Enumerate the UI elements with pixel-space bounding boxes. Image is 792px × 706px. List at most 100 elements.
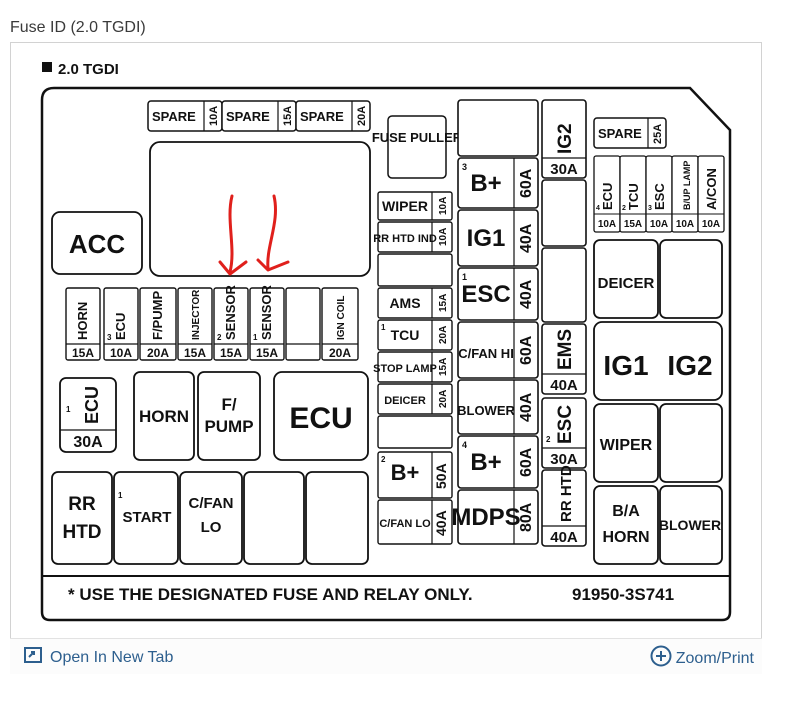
acc-relay <box>51 211 143 275</box>
center-fuse-label-8: B+ <box>391 460 420 485</box>
horn-relay <box>133 371 195 461</box>
cfan-lo-relay-label-1: C/FAN <box>189 495 234 512</box>
big-fuse-label-3: ESC <box>461 281 510 308</box>
vfuse-5 <box>249 287 285 361</box>
big-fuse-7 <box>457 489 539 545</box>
image-toolbar: Open In New Tab Zoom/Print <box>10 638 762 674</box>
fuse-box-outline <box>40 86 732 622</box>
annotation-arrow-2 <box>266 194 277 270</box>
center-fuse-1 <box>377 221 453 253</box>
page-title: Fuse ID (2.0 TGDI) <box>10 19 146 36</box>
center-fuse-rating-3: 15A <box>438 294 449 312</box>
annotation-arrow-1 <box>228 194 234 274</box>
right-col-fuse-4 <box>541 397 587 469</box>
right-fuse-label-0: ECU <box>600 183 615 210</box>
vfuse-label-2: F/PUMP <box>150 291 165 340</box>
zoom-print-link[interactable]: Zoom/Print <box>650 645 754 672</box>
right-fuse-label-4: A/CON <box>704 168 719 210</box>
cfan-lo-relay-label-2: LO <box>201 519 222 536</box>
right-col-rating-4: 30A <box>550 451 578 468</box>
ba-horn-relay <box>593 485 659 565</box>
center-fuse-2 <box>377 253 453 287</box>
start-relay-label: START <box>123 509 172 526</box>
vfuse-7 <box>321 287 359 361</box>
center-fuse-8 <box>377 451 453 499</box>
deicer-relay <box>593 239 659 319</box>
center-fuse-num-4: 1 <box>381 323 386 332</box>
open-in-new-tab-link[interactable]: Open In New Tab <box>24 647 173 668</box>
start-relay <box>113 471 179 565</box>
right-fuse-rating-2: 10A <box>650 219 668 230</box>
right-fuse-label-3: B/UP LAMP <box>682 161 692 210</box>
vfuse-rating-1: 10A <box>110 346 132 360</box>
cfan-lo-relay <box>179 471 243 565</box>
fpump-relay <box>197 371 261 461</box>
ig1-relay-label: IG1 <box>603 350 648 381</box>
wiper-relay-label: WIPER <box>600 437 653 454</box>
big-fuse-4 <box>457 321 539 379</box>
center-fuse-0 <box>377 191 453 221</box>
center-fuse-rating-6: 20A <box>438 390 449 408</box>
vfuse-rating-2: 20A <box>147 346 169 360</box>
right-col-label-3: EMS <box>555 329 576 370</box>
fuse-puller <box>387 115 447 179</box>
ba-horn-relay-label-2: HORN <box>602 529 649 546</box>
ecu-fuse-label: ECU <box>82 386 102 424</box>
right-col-fuse-1 <box>541 179 587 247</box>
center-fuse-rating-5: 15A <box>438 358 449 376</box>
vfuse-label-0: HORN <box>75 302 90 340</box>
big-fuse-num-3: 1 <box>462 272 467 282</box>
center-fuse-6 <box>377 383 453 415</box>
big-fuse-num-6: 4 <box>462 440 467 450</box>
big-fuse-3 <box>457 267 539 321</box>
big-fuse-label-1: B+ <box>470 170 501 197</box>
vfuse-label-7: IGN COIL <box>336 296 347 340</box>
spare-fuse-1-rating: 10A <box>208 106 220 126</box>
fpump-relay-label-1: F/ <box>221 395 236 414</box>
ecu-fuse-rating: 30A <box>73 434 103 451</box>
center-fuse-3 <box>377 287 453 319</box>
right-col-fuse-3 <box>541 323 587 395</box>
right-fuse-num-0: 4 <box>596 205 600 212</box>
footer-note: * USE THE DESIGNATED FUSE AND RELAY ONLY… <box>68 585 473 604</box>
big-fuse-label-7: MDPS <box>451 504 520 531</box>
spare-fuse-2-label: SPARE <box>226 109 270 124</box>
center-fuse-7 <box>377 415 453 449</box>
rr-htd-relay-label-2: HTD <box>62 522 101 543</box>
right-fuse-rating-1: 15A <box>624 219 642 230</box>
vfuse-num-5: 1 <box>253 333 258 342</box>
right-fuse-rating-4: 10A <box>702 219 720 230</box>
right-fuse-num-1: 2 <box>622 205 626 212</box>
top-spare-fuses: SPARE 10A SPARE 15A SPARE 20A <box>147 100 371 132</box>
right-fuse-label-1: TCU <box>626 183 641 210</box>
right-spare-label: SPARE <box>598 126 642 141</box>
vfuse-0 <box>65 287 101 361</box>
center-fuse-rating-1: 10A <box>438 228 449 246</box>
deicer-relay-label: DEICER <box>598 275 655 292</box>
empty-relay-1 <box>243 471 305 565</box>
big-fuse-0 <box>457 99 539 157</box>
center-fuse-label-6: DEICER <box>384 395 426 407</box>
vfuse-label-1: ECU <box>113 313 128 340</box>
right-col-rating-0: 30A <box>550 161 578 178</box>
vfuse-6 <box>285 287 321 361</box>
ecu-fuse-num: 1 <box>66 405 71 414</box>
center-fuse-rating-4: 20A <box>438 326 449 344</box>
right-col-fuse-5 <box>541 469 587 547</box>
right-col-fuse-2 <box>541 247 587 323</box>
center-fuse-9 <box>377 499 453 545</box>
right-col-label-4: ESC <box>555 405 576 444</box>
ig2-relay-label: IG2 <box>667 350 712 381</box>
rr-htd-relay <box>51 471 113 565</box>
ig1-ig2-relay <box>593 321 723 401</box>
right-fuse-num-2: 3 <box>648 205 652 212</box>
center-fuse-rating-0: 10A <box>438 197 449 215</box>
vfuse-rating-5: 15A <box>256 346 278 360</box>
blower-relay <box>659 485 723 565</box>
big-fuse-label-4: C/FAN HI <box>458 346 514 361</box>
fpump-relay-label-2: PUMP <box>204 417 253 436</box>
